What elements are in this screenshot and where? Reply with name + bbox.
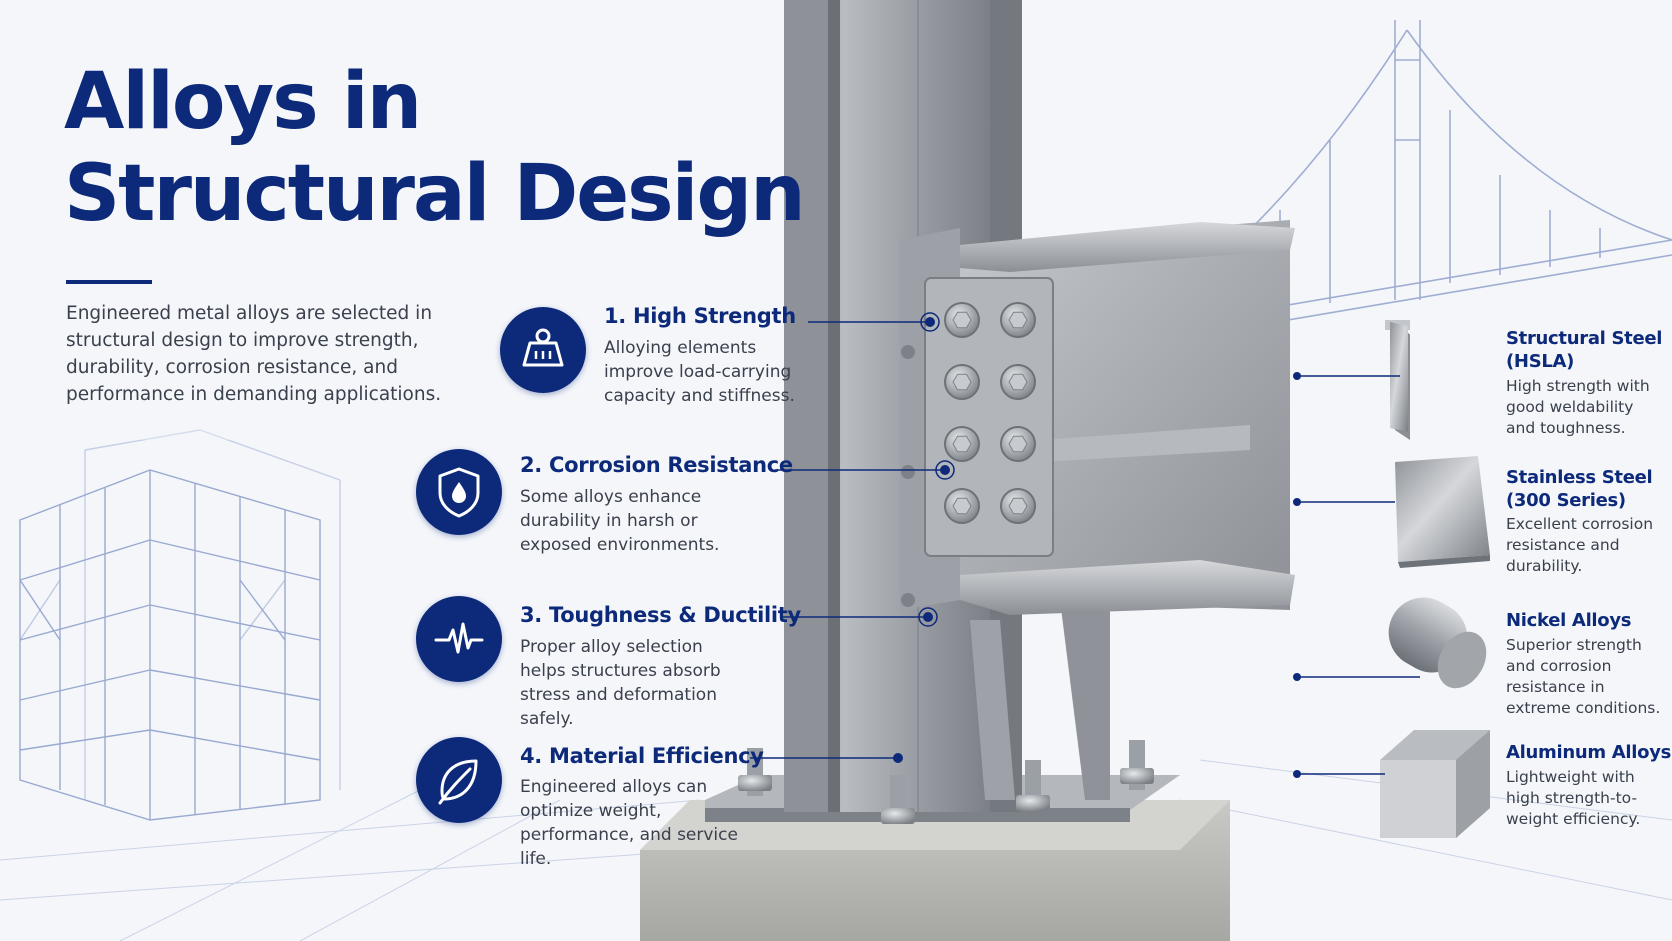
feature-description: Alloying elements improve load-carrying …: [604, 338, 795, 406]
bolt-edge: [901, 345, 915, 359]
material-description: Excellent corrosion resistance and durab…: [1506, 515, 1654, 575]
bolt-hex: [1008, 497, 1028, 515]
intro-paragraph: Engineered metal alloys are selected in …: [66, 303, 442, 405]
page-title-line-2: Structural Design: [64, 149, 806, 239]
bolt-hex: [1008, 373, 1028, 391]
material-title: Aluminum Alloys: [1506, 742, 1672, 763]
material-description: Superior strength and corrosion resistan…: [1506, 636, 1661, 717]
bolt-hex: [1008, 435, 1028, 453]
feature-description: Proper alloy selection helps structures …: [520, 637, 721, 729]
material-description: Lightweight with high strength-to-weight…: [1506, 768, 1641, 828]
page-title-line-1: Alloys in: [64, 57, 422, 147]
bolt-hex: [952, 435, 972, 453]
bolt-hex: [1008, 311, 1028, 329]
weight-icon: [500, 307, 586, 393]
title-underline: [66, 280, 152, 284]
bolt-edge: [901, 593, 915, 607]
material-title: Stainless Steel (300 Series): [1506, 467, 1653, 511]
bolt-hex: [952, 311, 972, 329]
feature-title: 2. Corrosion Resistance: [520, 453, 793, 477]
material-title: Nickel Alloys: [1506, 610, 1632, 631]
leaf-icon: [416, 737, 502, 823]
feature-title: 1. High Strength: [604, 304, 796, 328]
feature-title: 3. Toughness & Ductility: [520, 603, 801, 627]
pulse-wave-icon: [416, 596, 502, 682]
bolt-edge: [901, 465, 915, 479]
feature-description: Engineered alloys can optimize weight, p…: [520, 777, 738, 869]
feature-description: Some alloys enhance durability in harsh …: [520, 487, 720, 555]
material-title: Structural Steel (HSLA): [1506, 328, 1663, 372]
shield-drop-icon: [416, 449, 502, 535]
bolt-hex: [952, 373, 972, 391]
material-description: High strength with good weldability and …: [1506, 377, 1650, 437]
bolt-hex: [952, 497, 972, 515]
feature-title: 4. Material Efficiency: [520, 744, 764, 768]
page-title: Alloys in Structural Design: [64, 56, 824, 240]
